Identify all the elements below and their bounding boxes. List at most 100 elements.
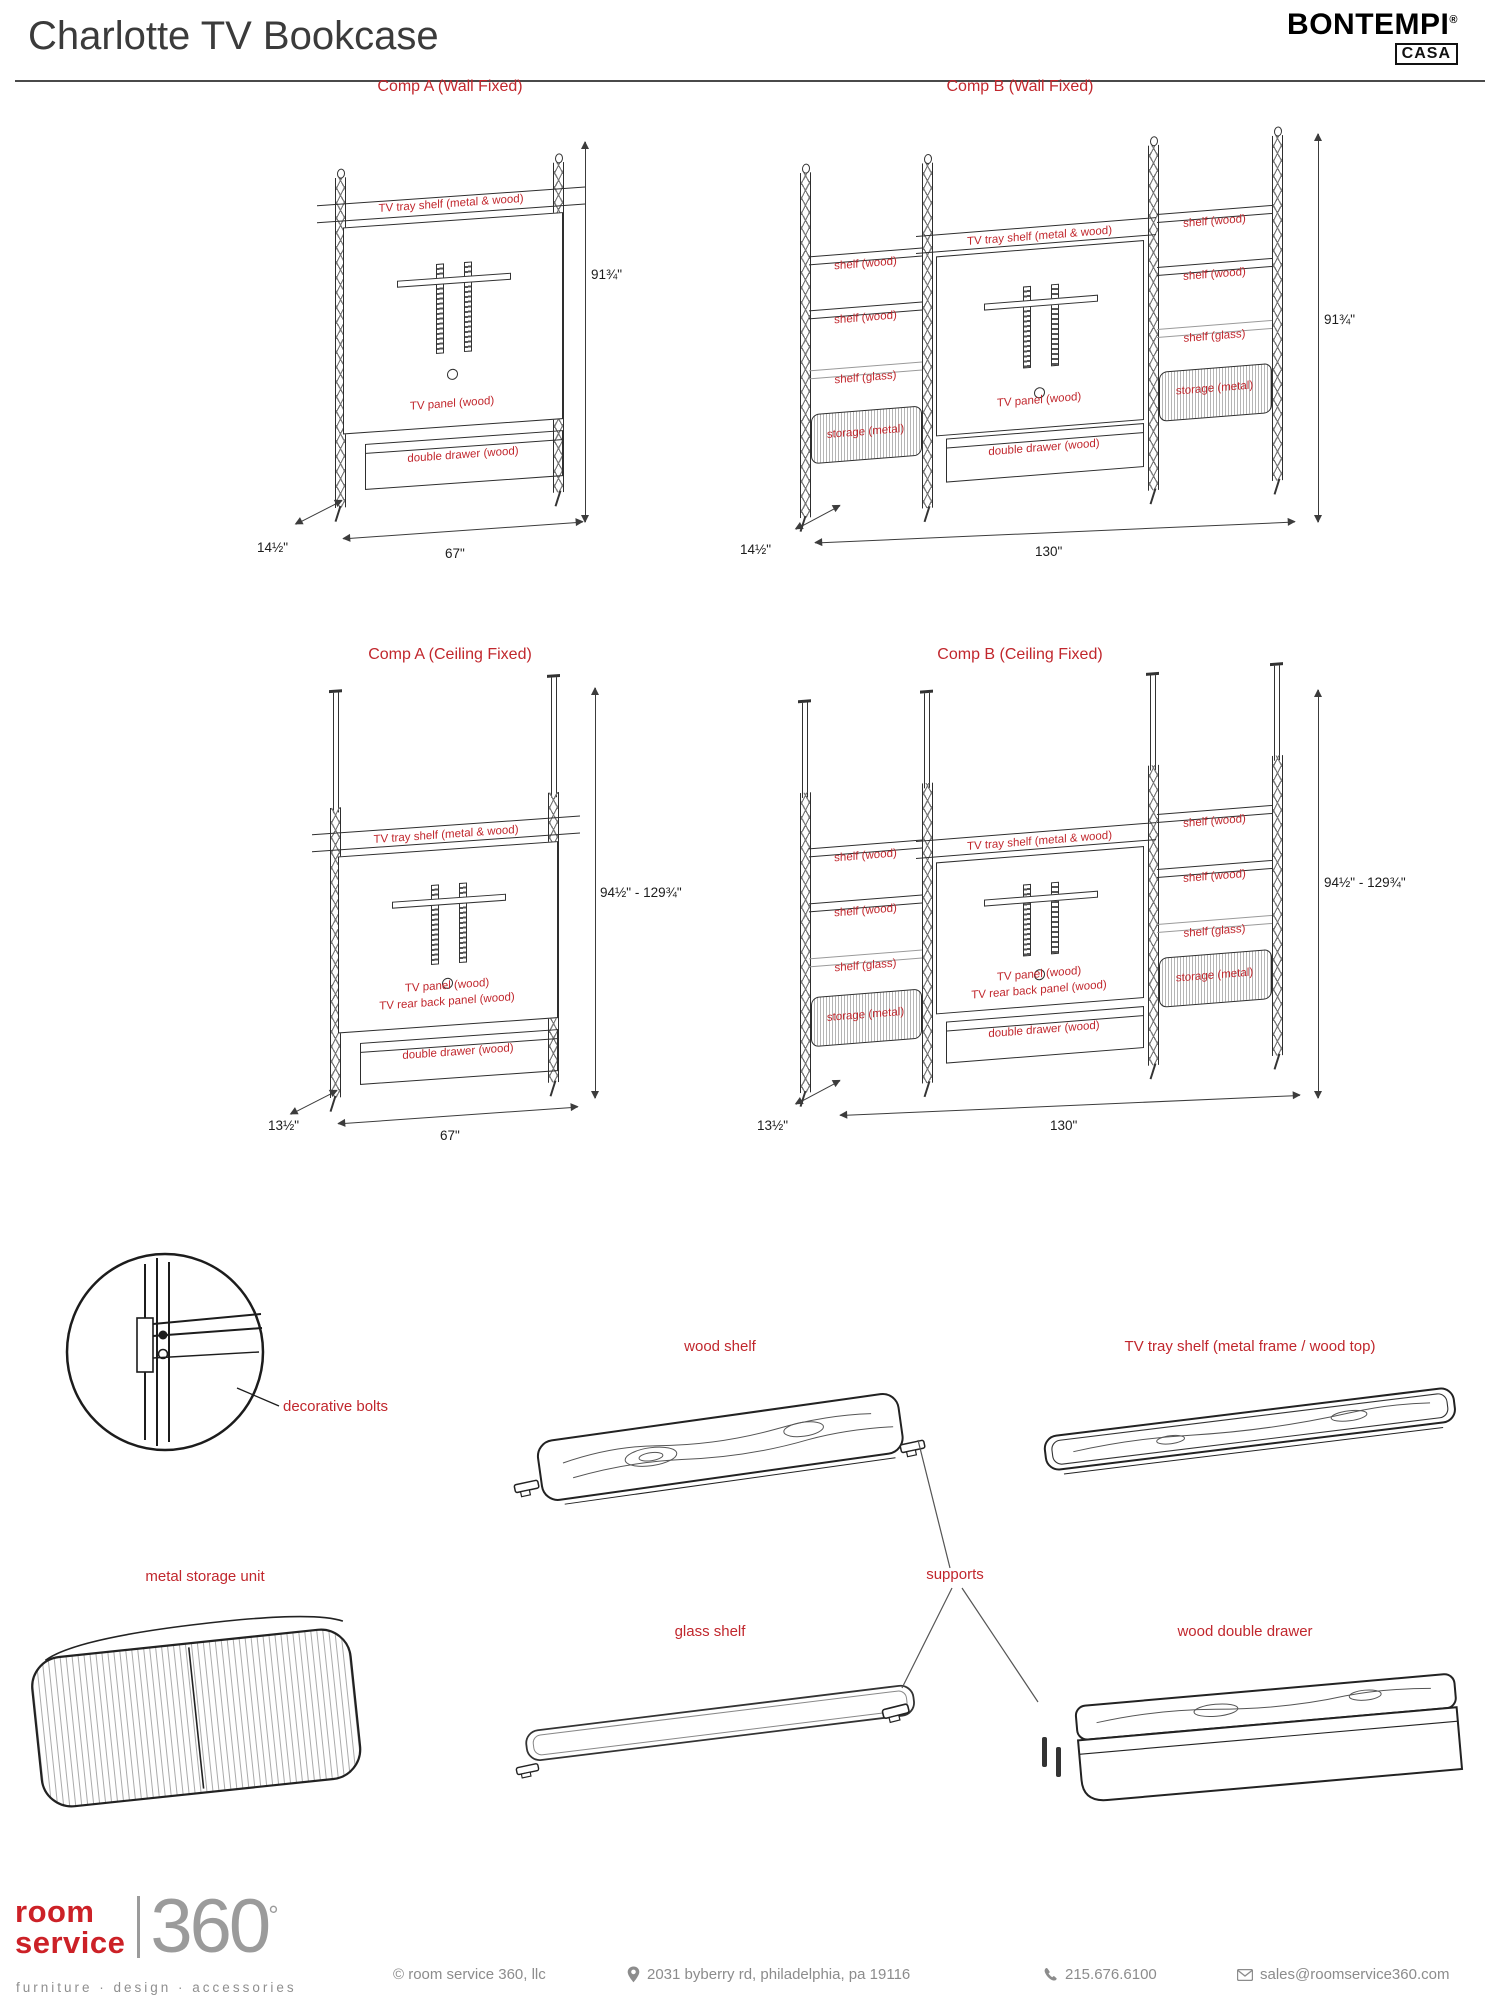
foot xyxy=(923,1081,931,1098)
tv-mount-crossbar xyxy=(392,893,506,909)
supports-label: supports xyxy=(926,1566,984,1583)
wall-hook-icon xyxy=(924,153,932,165)
foot xyxy=(554,490,562,507)
ceiling-pole xyxy=(551,677,557,798)
wall-hook-icon xyxy=(337,168,345,179)
lattice-post xyxy=(800,792,811,1094)
diagram-comp-a-ceiling: Comp A (Ceiling Fixed) TV tray shelf (me… xyxy=(250,640,690,1170)
diagram-comp-a-wall: Comp A (Wall Fixed) TV tray shelf (metal… xyxy=(255,72,645,577)
line-art: TV tray shelf (metal & wood) TV panel (w… xyxy=(265,127,635,533)
depth-dimension: 13½" xyxy=(268,1118,300,1133)
height-dimension-line xyxy=(1313,133,1324,523)
supports-leader-lines xyxy=(901,1439,1039,1703)
diagram-title: Comp B (Ceiling Fixed) xyxy=(937,646,1103,663)
tagline: furniture · design · accessories xyxy=(16,1980,297,1995)
foot xyxy=(1149,488,1157,505)
logo-360-number: 360 xyxy=(150,1884,271,1969)
tv-mount-bar xyxy=(1051,881,1059,955)
glass-shelf-label: glass shelf xyxy=(674,1623,746,1640)
decorative-bolts-label: decorative bolts xyxy=(283,1398,389,1415)
lattice-post xyxy=(1148,764,1159,1066)
ceiling-pole xyxy=(924,692,930,789)
depth-dimension: 14½" xyxy=(257,540,289,555)
diagram-title: Comp A (Ceiling Fixed) xyxy=(368,646,532,663)
foot xyxy=(329,1095,337,1112)
ceiling-pole xyxy=(802,702,808,798)
diagram-title: Comp A (Wall Fixed) xyxy=(377,78,523,95)
ceiling-pole xyxy=(333,692,339,813)
wall-hook-icon xyxy=(555,153,563,164)
tv-mount-crossbar xyxy=(984,890,1098,907)
component-decorative-bolts: decorative bolts xyxy=(45,1240,475,1480)
foot xyxy=(334,505,342,522)
copyright-text: © room service 360, llc xyxy=(393,1966,546,1983)
decorative-bolts-drawing xyxy=(65,1252,280,1452)
address-text: 2031 byberry rd, philadelphia, pa 19116 xyxy=(647,1966,911,1983)
brand-casa-badge: CASA xyxy=(1394,43,1458,65)
diagram-comp-b-ceiling: Comp B (Ceiling Fixed) shelf (wood) shel… xyxy=(735,640,1425,1170)
diagram-title: Comp B (Wall Fixed) xyxy=(946,78,1094,95)
header-divider xyxy=(15,80,1485,82)
envelope-icon xyxy=(1237,1968,1253,1981)
tv-mount-bar xyxy=(431,884,439,965)
phone-icon xyxy=(1044,1967,1057,1981)
tv-mount-crossbar xyxy=(397,272,511,288)
room-service-360-logo: room service 360° xyxy=(15,1889,279,1965)
ceiling-pole xyxy=(1274,665,1280,761)
height-dimension: 91¾" xyxy=(1324,312,1356,327)
tv-tray-shelf-drawing xyxy=(1043,1387,1456,1475)
width-dimension: 130" xyxy=(1035,544,1063,559)
depth-dimension: 13½" xyxy=(757,1118,789,1133)
tv-tray-shelf-label: TV tray shelf (metal frame / wood top) xyxy=(1124,1338,1376,1355)
lattice-post xyxy=(800,163,811,519)
height-dimension: 91¾" xyxy=(591,267,623,282)
line-art: shelf (wood) shelf (wood) shelf (glass) … xyxy=(750,105,1310,549)
height-dimension-line xyxy=(1313,689,1324,1099)
height-dimension: 94½" - 129¾" xyxy=(1324,875,1406,890)
metal-storage-unit-drawing xyxy=(31,1615,362,1808)
component-metal-storage-unit: metal storage unit xyxy=(15,1558,395,1818)
logo-degree-mark: ° xyxy=(268,1900,279,1930)
logo-divider xyxy=(137,1896,141,1959)
logo-word-service: service xyxy=(15,1925,126,1961)
email-text: sales@roomservice360.com xyxy=(1260,1966,1450,1983)
lattice-post xyxy=(1272,126,1283,481)
line-art: shelf (wood) shelf (wood) shelf (glass) … xyxy=(750,663,1310,1147)
width-dimension: 67" xyxy=(440,1128,460,1143)
metal-storage-unit-label: metal storage unit xyxy=(145,1568,265,1585)
address-item: 2031 byberry rd, philadelphia, pa 19116 xyxy=(627,1966,910,1983)
page-title: Charlotte TV Bookcase xyxy=(28,14,439,58)
wall-hook-icon xyxy=(1274,126,1282,137)
phone-text: 215.676.6100 xyxy=(1065,1966,1157,1983)
glass-shelf-drawing xyxy=(515,1684,915,1779)
logo-wordmark: room service xyxy=(15,1893,126,1961)
phone-item: 215.676.6100 xyxy=(1043,1966,1157,1983)
lattice-post xyxy=(1148,135,1159,491)
tv-mount-bar xyxy=(1051,283,1059,367)
registered-mark: ® xyxy=(1449,14,1458,26)
foot xyxy=(1273,478,1281,495)
wood-shelf-label: wood shelf xyxy=(684,1338,756,1355)
brand-name: BONTEMPI® xyxy=(1287,10,1458,40)
line-art: TV tray shelf (metal & wood) TV panel (w… xyxy=(260,672,630,1138)
height-dimension: 94½" - 129¾" xyxy=(600,885,682,900)
tv-mount-bar xyxy=(1023,883,1031,957)
tv-mount-bar xyxy=(1023,285,1031,369)
brand-word-text: BONTEMPI xyxy=(1287,8,1450,41)
logo-word-room: room xyxy=(15,1893,95,1929)
tv-mount-bar xyxy=(459,882,467,964)
map-pin-icon xyxy=(627,1966,640,1983)
width-dimension: 67" xyxy=(445,546,465,561)
copyright: © room service 360, llc xyxy=(393,1966,546,1983)
wood-double-drawer-label: wood double drawer xyxy=(1177,1623,1313,1640)
foot xyxy=(923,506,931,523)
height-dimension-line xyxy=(590,687,601,1099)
diagram-comp-b-wall: Comp B (Wall Fixed) shelf (wood) shelf (… xyxy=(735,72,1395,577)
foot xyxy=(549,1080,557,1097)
lattice-post xyxy=(922,782,933,1084)
foot xyxy=(1273,1053,1281,1070)
component-wood-double-drawer: wood double drawer xyxy=(1020,1615,1470,1825)
cable-hole-icon xyxy=(447,368,458,381)
ceiling-pole xyxy=(1150,675,1156,771)
foot xyxy=(1149,1063,1157,1080)
